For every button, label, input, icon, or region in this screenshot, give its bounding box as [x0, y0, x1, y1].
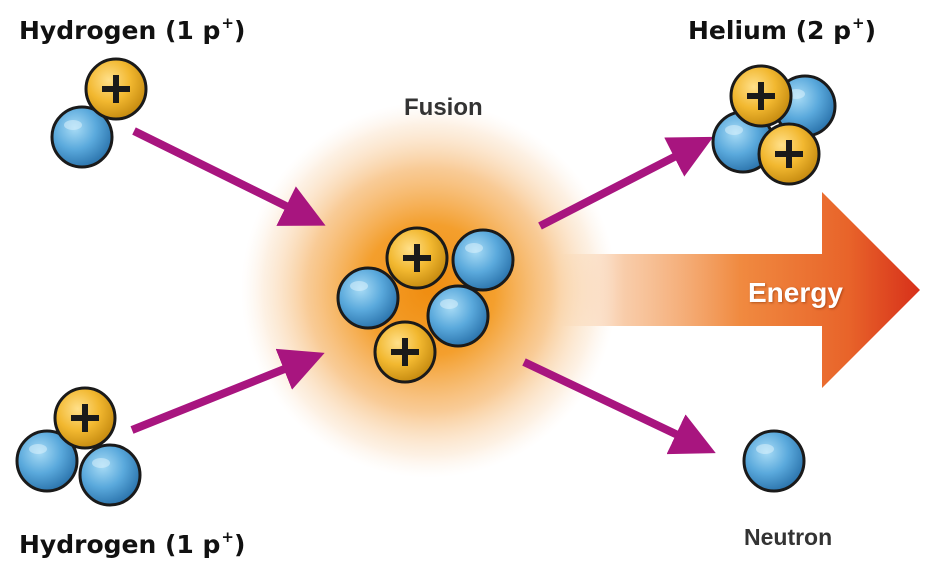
proton-particle [385, 226, 449, 290]
released-neutron [742, 429, 806, 493]
hydrogen-bottom-label: Hydrogen (1 p+) [19, 528, 246, 559]
hydrogen-top-close: ) [234, 16, 246, 45]
neutron-particle [426, 284, 490, 348]
hydrogen-top-sup: + [221, 14, 234, 32]
arrow-hydrogen-bottom-in [130, 348, 325, 434]
fusion-label: Fusion [404, 94, 483, 121]
hydrogen-bottom-close: ) [234, 530, 246, 559]
proton-particle [373, 320, 437, 384]
helium-sup: + [852, 14, 865, 32]
hydrogen-bottom-sup: + [221, 528, 234, 546]
hydrogen-bottom-name: Hydrogen [19, 530, 157, 559]
arrow-helium-out [538, 136, 714, 230]
proton-particle [53, 386, 117, 450]
helium-name: Helium [688, 16, 787, 45]
helium-nucleus [711, 64, 837, 186]
hydrogen-top-name: Hydrogen [19, 16, 157, 45]
neutron-particle [451, 228, 515, 292]
arrow-neutron-out [522, 358, 716, 455]
hydrogen-top-nucleus [50, 57, 148, 169]
proton-particle [729, 64, 793, 128]
neutron-particle [78, 443, 142, 507]
helium-close: ) [864, 16, 877, 45]
energy-label: Energy [748, 277, 843, 308]
neutron-label: Neutron [744, 524, 833, 550]
helium-label: Helium (2 p+) [688, 14, 877, 45]
hydrogen-bottom-nucleus [15, 386, 142, 507]
hydrogen-top-label: Hydrogen (1 p+) [19, 14, 246, 45]
fusion-glow [241, 102, 617, 478]
helium-charge: (2 p [795, 16, 852, 45]
energy-arrow [560, 192, 920, 388]
proton-particle [84, 57, 148, 121]
hydrogen-top-charge: (1 p [165, 16, 221, 45]
proton-particle [757, 122, 821, 186]
neutron-particle [336, 266, 400, 330]
arrow-hydrogen-top-in [132, 127, 326, 226]
hydrogen-bottom-charge: (1 p [165, 530, 221, 559]
